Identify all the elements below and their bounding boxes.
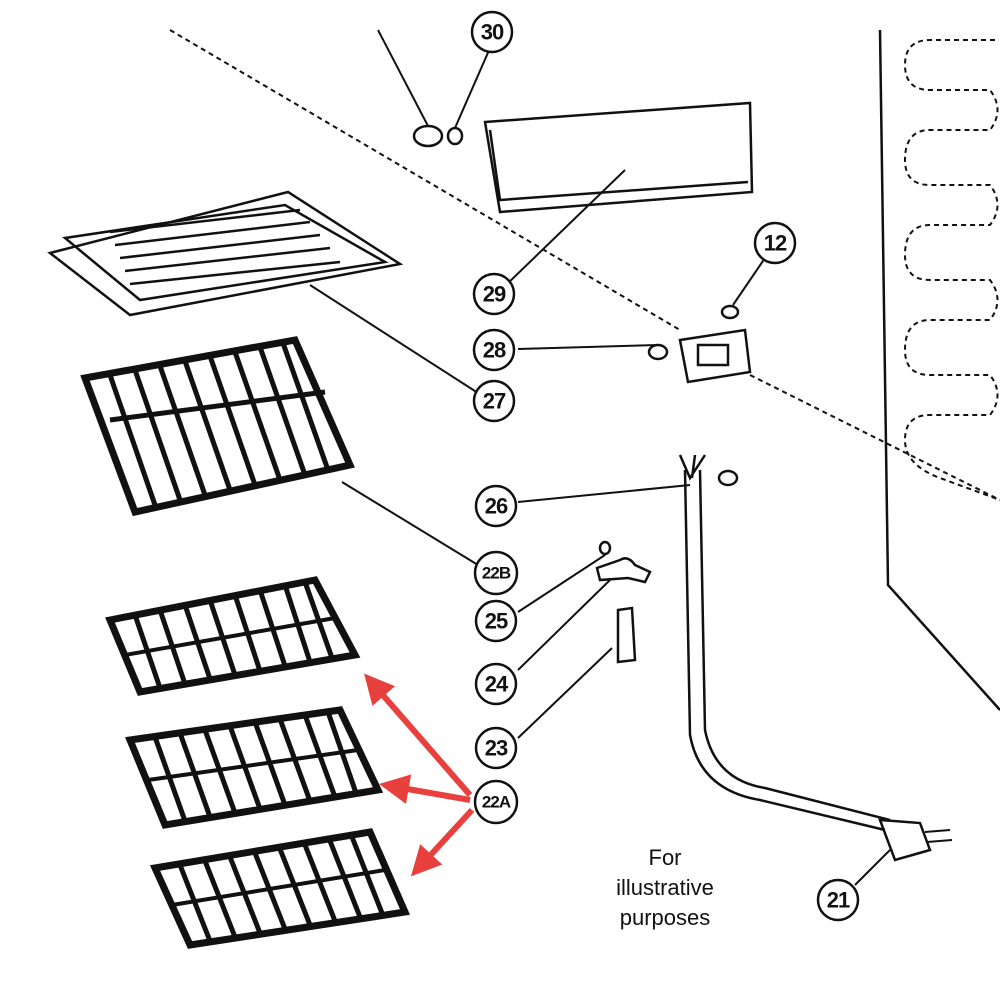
illustrative-note: For illustrative purposes (580, 843, 750, 933)
cabinet-wall (878, 29, 1000, 711)
illustrative-note-line-2: illustrative (616, 875, 714, 900)
callout-29-label: 29 (483, 282, 506, 307)
illustrative-note-line-1: For (648, 845, 682, 870)
part-29-bracket (483, 101, 754, 287)
callout-30: 30 (470, 10, 514, 54)
part-22A-shelf-2 (125, 706, 384, 829)
callout-28: 28 (472, 328, 516, 372)
callout-27-label: 27 (483, 389, 506, 414)
part-28-clip (517, 328, 752, 384)
callout-26: 26 (474, 484, 518, 528)
callout-24: 24 (474, 662, 518, 706)
red-pointer-arrows (364, 673, 475, 877)
part-30-plug (377, 29, 491, 148)
callout-24-label: 24 (485, 672, 509, 697)
part-22A-shelf-3 (149, 828, 411, 949)
part-22A-shelf-1 (105, 576, 361, 696)
callout-12-label: 12 (764, 231, 787, 256)
callout-21-label: 21 (827, 888, 850, 913)
callout-23-label: 23 (485, 736, 508, 761)
callout-29: 29 (472, 272, 516, 316)
callout-28-label: 28 (483, 338, 506, 363)
callout-22B-label: 22B (482, 564, 511, 583)
callout-25: 25 (474, 599, 518, 643)
callout-26-label: 26 (485, 494, 508, 519)
callout-30-label: 30 (481, 20, 504, 45)
part-21-power-cord (517, 454, 953, 886)
condenser-coil (903, 39, 1000, 501)
callout-12: 12 (753, 221, 797, 265)
callout-22A-label: 22A (482, 793, 511, 812)
callout-22A: 22A (473, 779, 519, 825)
callout-22B: 22B (473, 550, 519, 596)
part-24-clamp (517, 557, 652, 671)
part-27-tray (47, 190, 479, 394)
illustrative-note-line-3: purposes (619, 905, 711, 930)
callout-25-label: 25 (485, 609, 508, 634)
dashed-guide-lines (169, 29, 1000, 501)
part-22B-wire-shelf (80, 336, 479, 566)
callout-27: 27 (472, 379, 516, 423)
callout-23: 23 (474, 726, 518, 770)
part-23-connector (517, 606, 637, 739)
callout-21: 21 (816, 878, 860, 922)
part-25-screw (517, 540, 612, 613)
